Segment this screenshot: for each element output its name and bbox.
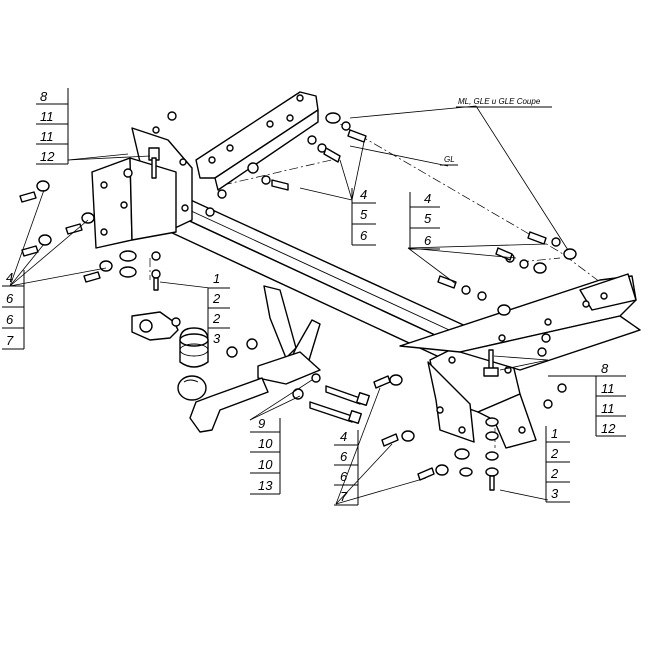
callout-label: 5: [424, 211, 432, 226]
socket-bracket: [131, 311, 181, 341]
callout-label: 11: [40, 109, 54, 124]
callout-label: 3: [551, 486, 559, 501]
callout-label: 6: [6, 312, 14, 327]
callout-label: 7: [340, 489, 348, 504]
callout-label: 1: [213, 271, 220, 286]
callout-label: 10: [258, 436, 273, 451]
callout-bottom-center: 4 6 6 7: [334, 429, 359, 506]
callout-label: 12: [40, 149, 55, 164]
callout-right-lower: 1 2 2 3: [545, 426, 570, 503]
callout-label: 4: [360, 187, 367, 202]
callout-label: 13: [258, 478, 273, 493]
callout-label: 1: [551, 426, 558, 441]
callout-label: 12: [601, 421, 616, 436]
callout-label: 6: [6, 291, 14, 306]
callout-label: 10: [258, 457, 273, 472]
note-ml-gle: ML, GLE и GLE Coupe: [458, 97, 541, 106]
callout-label: 3: [213, 331, 221, 346]
fastener-hardware: [19, 111, 577, 491]
callout-right-upper: 4 5 6: [409, 191, 440, 250]
callout-label: 8: [601, 361, 609, 376]
callout-label: 5: [360, 207, 368, 222]
callout-left-middle: 4 6 6 7: [2, 270, 25, 350]
ball-mount-bolts: [309, 385, 371, 425]
model-notes: ML, GLE и GLE Coupe GL: [440, 97, 552, 166]
callout-label: 4: [6, 270, 13, 285]
callout-label: 2: [550, 446, 559, 461]
callout-right-middle: 8 11 11 12: [548, 361, 626, 437]
callout-label: 2: [550, 466, 559, 481]
callout-label: 6: [340, 449, 348, 464]
callout-label: 4: [340, 429, 347, 444]
left-upper-arm: [195, 91, 319, 191]
callout-label: 6: [424, 233, 432, 248]
callout-label: 11: [40, 129, 54, 144]
tow-ball-neck: [177, 285, 321, 433]
note-gl: GL: [444, 155, 455, 164]
callout-label: 11: [601, 381, 615, 396]
callout-label: 2: [212, 311, 221, 326]
callout-top-left: 8 11 11 12: [36, 88, 69, 165]
callout-bottom-left: 9 10 10 13: [250, 416, 281, 495]
callout-label: 11: [601, 401, 615, 416]
callout-label: 8: [40, 89, 48, 104]
callout-center-left: 1 2 2 3: [207, 271, 230, 346]
callout-label: 6: [340, 469, 348, 484]
leader-lines: [9, 105, 569, 505]
ball-cap: [179, 327, 209, 368]
callout-label: 6: [360, 228, 368, 243]
callout-label: 7: [6, 333, 14, 348]
callout-label: 9: [258, 416, 265, 431]
left-side-bracket: [91, 126, 193, 249]
callout-center-upper: 4 5 6: [351, 187, 376, 246]
callout-label: 2: [212, 291, 221, 306]
callout-label: 4: [424, 191, 431, 206]
